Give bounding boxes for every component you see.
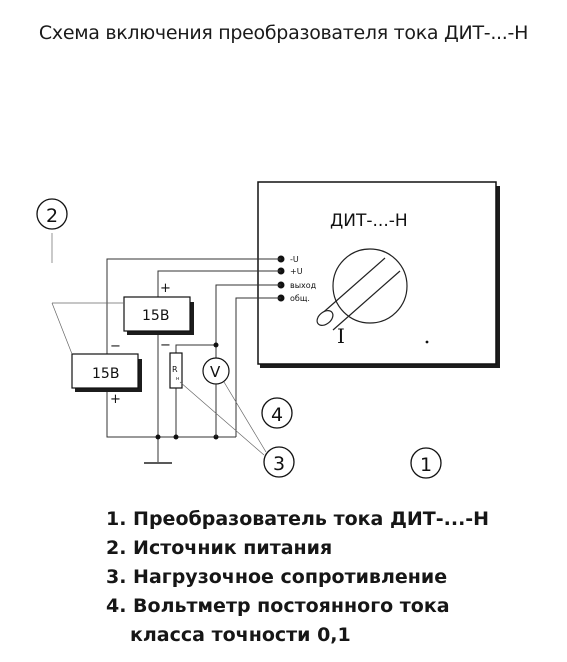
callout-4: 4 [261, 397, 293, 429]
svg-text:4: 4 [271, 404, 283, 426]
callout-2: 2 [36, 198, 68, 230]
power-source-lower: 15В − + [71, 339, 142, 407]
source-upper-minus: − [160, 338, 171, 353]
svg-text:1: 1 [420, 454, 432, 476]
source-lower-voltage: 15В [92, 366, 119, 382]
svg-text:3: 3 [273, 453, 285, 475]
converter-device: ДИТ-...-Н I -U +U выход общ. [257, 181, 500, 368]
current-symbol: I [337, 324, 345, 348]
junctions [155, 342, 219, 440]
resistor-sub: н [176, 376, 179, 382]
leader-lines [51, 233, 267, 456]
diagram-title: Схема включения преобразователя тока ДИТ… [38, 22, 529, 44]
terminal-label-minus-u: -U [290, 255, 299, 264]
svg-text:2: 2 [46, 205, 58, 227]
legend-item-4-continuation: класса точности 0,1 [130, 624, 351, 646]
source-lower-plus: + [110, 392, 121, 407]
source-upper-voltage: 15В [142, 308, 169, 324]
voltmeter-label: V [210, 363, 221, 381]
legend-item-3: 3. Нагрузочное сопротивление [106, 566, 448, 588]
legend-item-1: 1. Преобразователь тока ДИТ-...-Н [106, 508, 490, 530]
mark-dot [425, 340, 429, 344]
sensor-aperture [332, 248, 408, 324]
power-source-upper: 15В + − [123, 281, 194, 353]
callout-3: 3 [263, 446, 295, 478]
terminal-label-plus-u: +U [290, 267, 303, 276]
load-resistor: R н [169, 352, 183, 389]
voltmeter: V [202, 357, 230, 437]
legend-item-4: 4. Вольтметр постоянного тока [106, 595, 450, 617]
terminal-label-common: общ. [290, 294, 310, 303]
source-upper-plus: + [160, 281, 171, 296]
cable-end [316, 310, 334, 326]
device-name: ДИТ-...-Н [330, 211, 408, 231]
source-lower-minus: − [110, 339, 121, 354]
callout-1: 1 [410, 447, 442, 479]
terminal-label-output: выход [290, 281, 317, 290]
resistor-label: R [172, 365, 178, 374]
wires [106, 258, 281, 462]
legend: 1. Преобразователь тока ДИТ-...-Н 2. Ист… [106, 505, 489, 650]
legend-item-2: 2. Источник питания [106, 537, 333, 559]
